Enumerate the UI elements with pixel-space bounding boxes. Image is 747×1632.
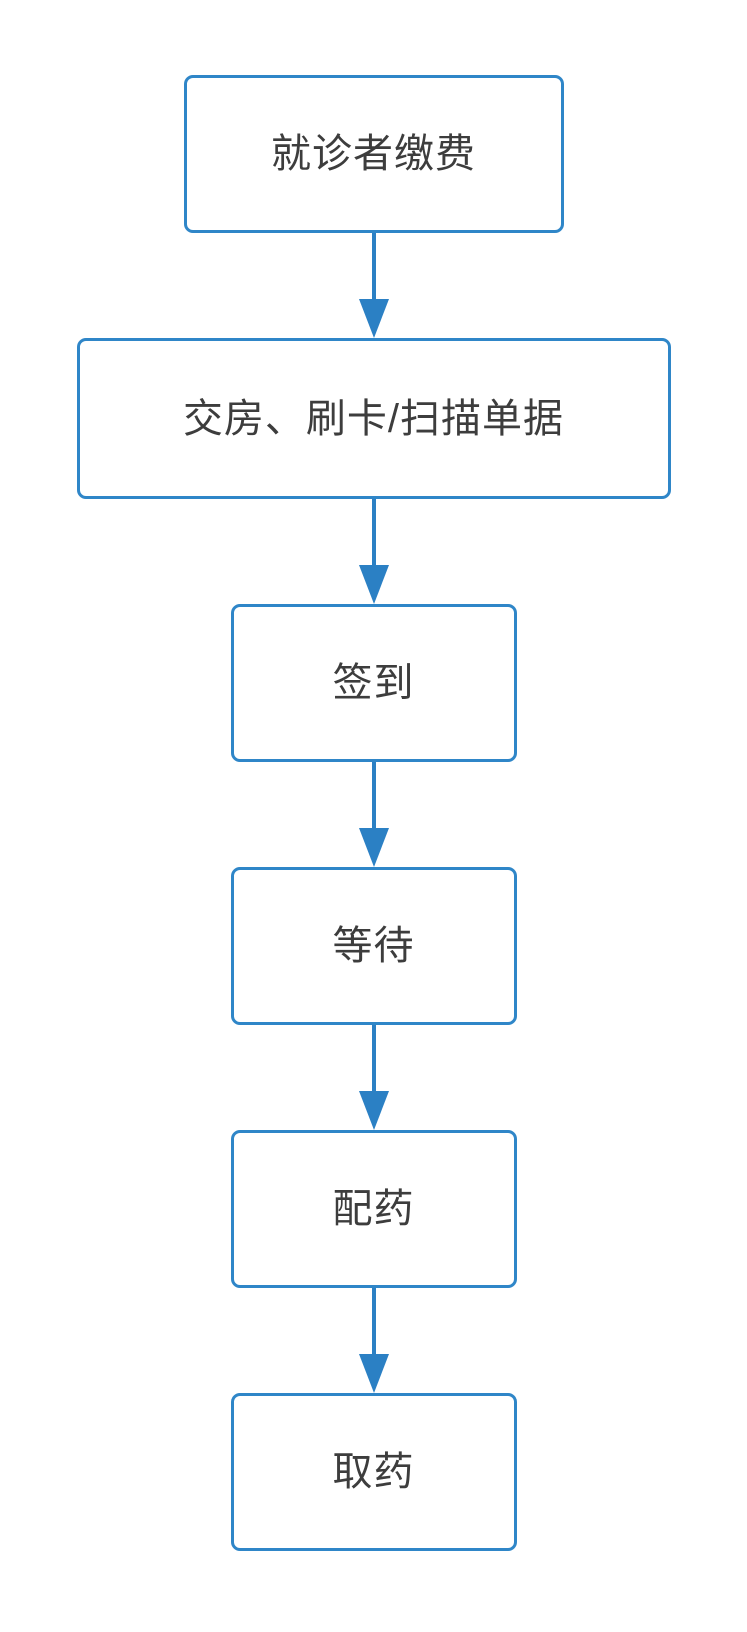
flow-node-collect-medicine: 取药	[230, 1393, 517, 1551]
arrow-down-icon	[358, 1091, 389, 1130]
arrow-down-icon	[358, 828, 389, 867]
arrow-line	[371, 1025, 376, 1091]
flow-node-wait: 等待	[230, 867, 517, 1025]
flow-node-patient-payment: 就诊者缴费	[183, 75, 564, 233]
flow-arrow-4	[358, 1025, 389, 1130]
flow-arrow-3	[358, 762, 389, 867]
flow-node-sign-in: 签到	[230, 604, 517, 762]
arrow-line	[371, 1288, 376, 1354]
flow-arrow-2	[358, 499, 389, 604]
arrow-line	[371, 233, 376, 299]
flow-node-label: 取药	[332, 1450, 415, 1494]
flow-node-label: 就诊者缴费	[271, 132, 476, 176]
flow-node-dispense-medicine: 配药	[230, 1130, 517, 1288]
flow-node-label: 配药	[332, 1187, 415, 1231]
arrow-down-icon	[358, 299, 389, 338]
arrow-down-icon	[358, 565, 389, 604]
flow-node-submit-swipe-scan: 交房、刷卡/扫描单据	[76, 338, 671, 499]
arrow-line	[371, 499, 376, 565]
flow-node-label: 交房、刷卡/扫描单据	[182, 396, 565, 441]
arrow-down-icon	[358, 1354, 389, 1393]
flow-arrow-5	[358, 1288, 389, 1393]
flow-node-label: 等待	[332, 924, 415, 968]
flow-node-label: 签到	[332, 661, 415, 705]
arrow-line	[371, 762, 376, 828]
flow-arrow-1	[358, 233, 389, 338]
